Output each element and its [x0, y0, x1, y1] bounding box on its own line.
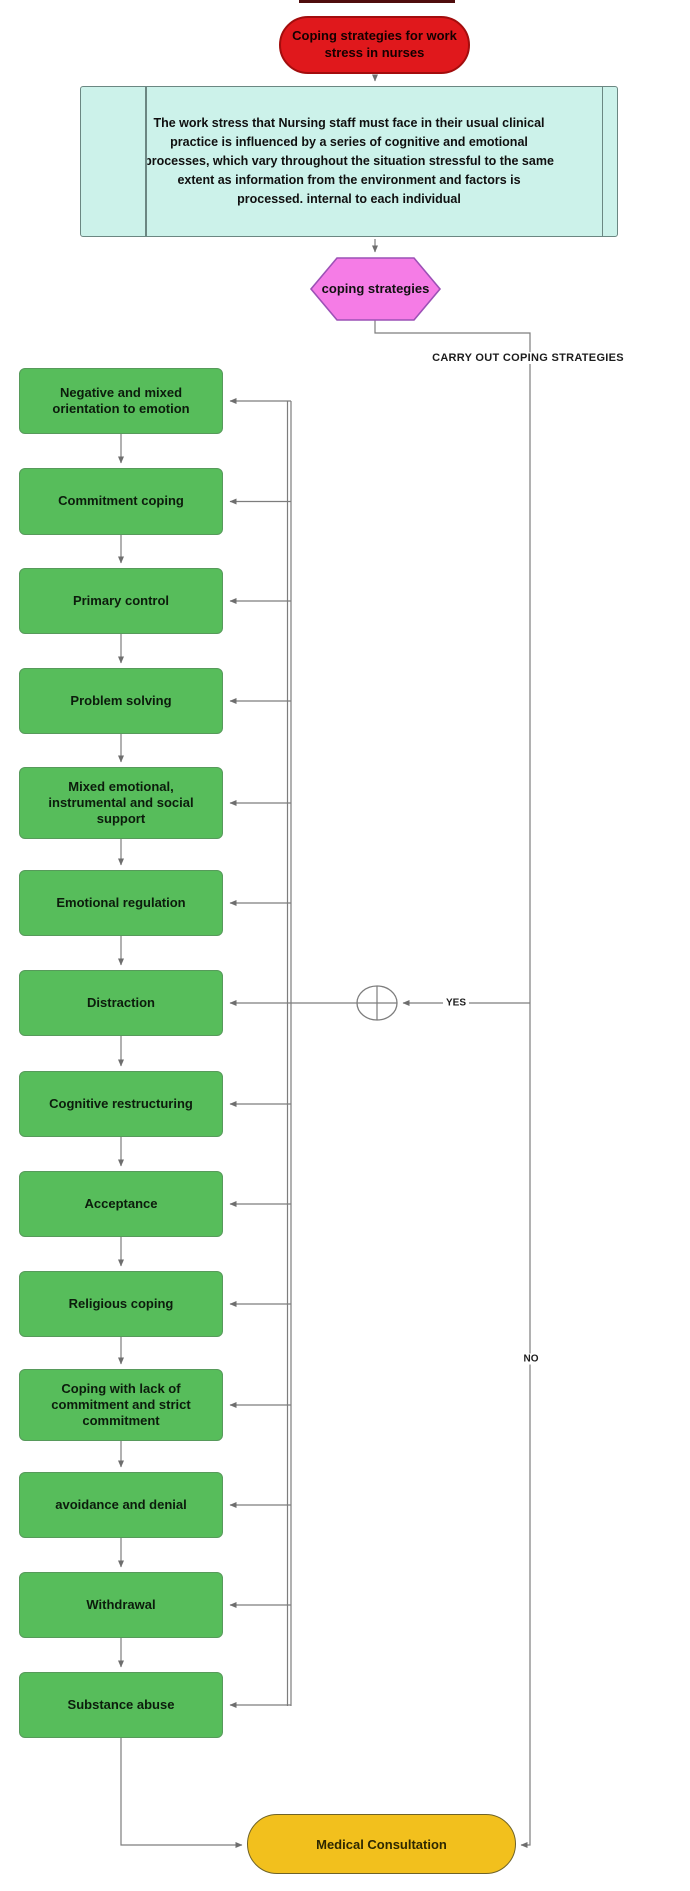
strategy-box: Problem solving [19, 668, 223, 734]
no-label: NO [520, 1353, 542, 1365]
strategy-box: Emotional regulation [19, 870, 223, 936]
strategy-box: Mixed emotional, instrumental and social… [19, 767, 223, 839]
strategy-box: Withdrawal [19, 1572, 223, 1638]
process-divider-left [145, 87, 147, 236]
edge-final [120, 1738, 243, 1848]
hexagon-shape [309, 257, 442, 321]
hexagon-coping-strategies: coping strategies [311, 258, 440, 320]
description-text: The work stress that Nursing staff must … [144, 116, 554, 206]
strategy-box: Distraction [19, 970, 223, 1036]
hexagon-label: coping strategies [321, 280, 430, 296]
strategy-box: Commitment coping [19, 468, 223, 535]
strategy-box: Acceptance [19, 1171, 223, 1237]
carry-out-label: CARRY OUT COPING STRATEGIES [429, 352, 627, 364]
start-terminator-label: Coping strategies for work stress in nur… [292, 28, 457, 60]
end-terminator-label: Medical Consultation [316, 1836, 447, 1852]
strategy-box: avoidance and denial [19, 1472, 223, 1538]
strategy-box: Religious coping [19, 1271, 223, 1337]
start-terminator: Coping strategies for work stress in nur… [279, 16, 470, 74]
edge-no-path [374, 320, 531, 1848]
strategy-box: Coping with lack of commitment and stric… [19, 1369, 223, 1441]
end-terminator: Medical Consultation [247, 1814, 516, 1874]
strategy-box: Primary control [19, 568, 223, 634]
strategy-box: Negative and mixed orientation to emotio… [19, 368, 223, 434]
strategy-box: Cognitive restructuring [19, 1071, 223, 1137]
description-process-box: The work stress that Nursing staff must … [80, 86, 618, 237]
strategy-box: Substance abuse [19, 1672, 223, 1738]
process-divider-right [601, 87, 603, 236]
top-clipped-shape [299, 0, 455, 3]
yes-label: YES [442, 997, 470, 1009]
